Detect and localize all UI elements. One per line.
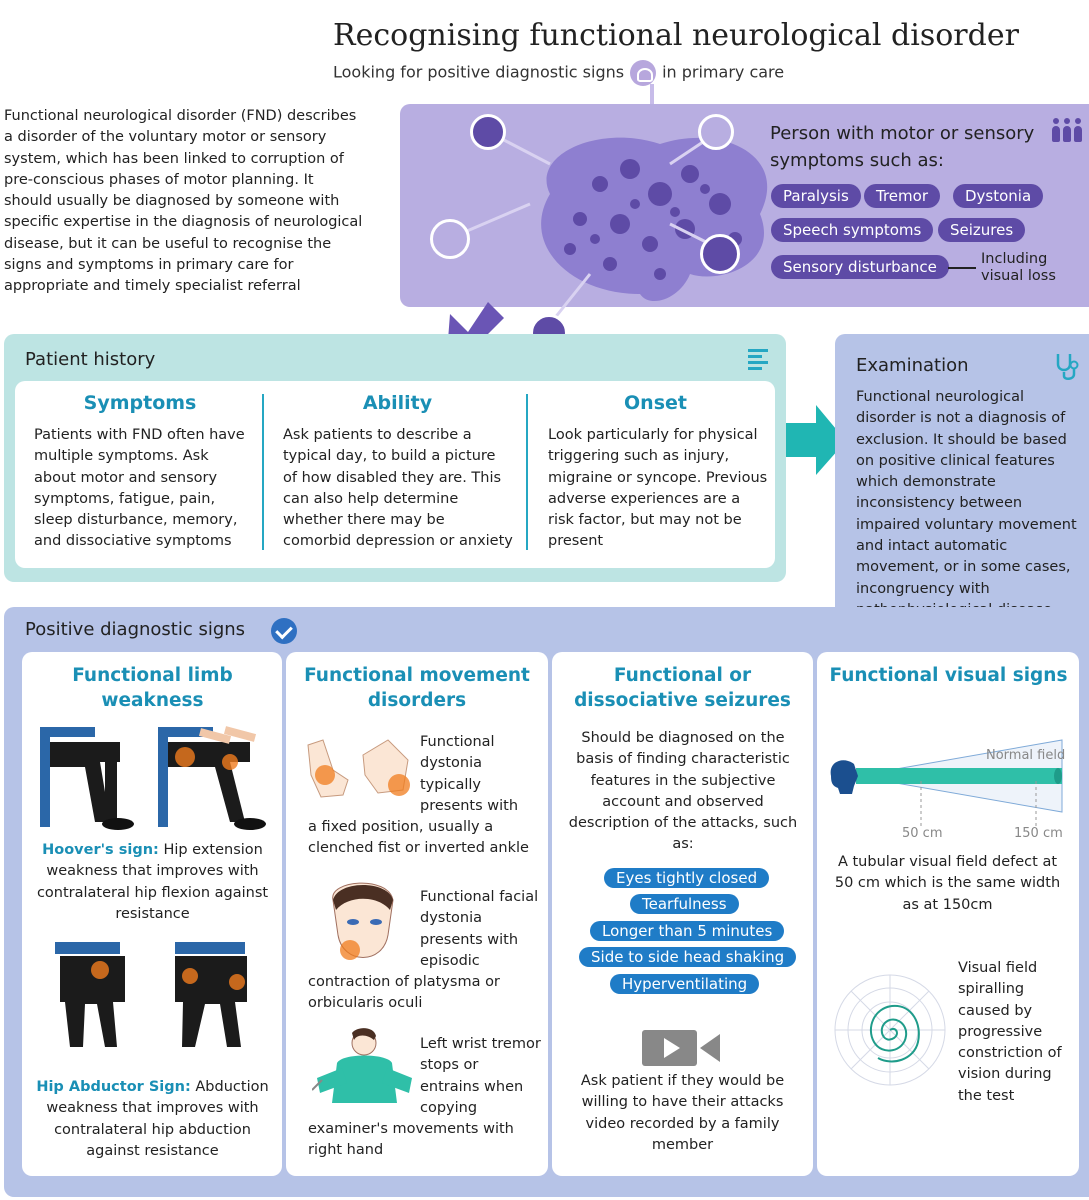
- dystonia-text: a fixed position, usually a clenched fis…: [308, 819, 529, 857]
- check-icon: [271, 618, 297, 644]
- subtitle-before: Looking for positive diagnostic signs: [333, 62, 625, 82]
- visual-signs-heading: Functional visual signs: [829, 665, 1068, 686]
- feature-pill: Eyes tightly closed: [604, 868, 770, 888]
- seizures-card: [552, 652, 813, 1176]
- divider: [526, 394, 528, 550]
- distance-150-label: 150 cm: [1014, 826, 1063, 841]
- history-card: [15, 381, 775, 568]
- signs-title: Positive diagnostic signs: [25, 619, 246, 640]
- normal-field-label: Normal field: [986, 748, 1066, 763]
- stethoscope-icon: [1056, 354, 1079, 380]
- spiral-field-diagram: [834, 974, 946, 1086]
- abductor-illustration: [55, 942, 247, 1047]
- intro-paragraph: Functional neurological disorder (FND) d…: [4, 108, 363, 295]
- examination-title: Examination: [856, 355, 969, 376]
- symptom-pill: Speech symptoms: [771, 218, 934, 242]
- video-camera-icon: [642, 1030, 720, 1066]
- eye-badge-icon: [630, 60, 657, 86]
- hoover-text: Hoover's sign: Hip extension weakness th…: [30, 840, 275, 925]
- eye-icon: [470, 114, 506, 150]
- page-title: Recognising functional neurological diso…: [333, 18, 1019, 53]
- distance-50-label: 50 cm: [902, 826, 943, 841]
- person-title: Person with motor or sensory symptoms su…: [770, 123, 1035, 171]
- face-illustration: [332, 882, 394, 960]
- dystonia-lead: Functional dystonia typically presents w…: [420, 734, 519, 814]
- hand-icon: [698, 114, 734, 150]
- hands-illustration: [307, 739, 410, 798]
- movement-disorders-heading: Functional movement disorders: [304, 665, 530, 711]
- seizures-heading: Functional or dissociative seizures: [574, 665, 791, 711]
- history-title: Patient history: [25, 349, 156, 370]
- symptom-pill: Tremor: [864, 184, 940, 208]
- tremor-illustration: [312, 1028, 412, 1103]
- symptom-pill: Sensory disturbance: [771, 255, 949, 279]
- spiral-text: Visual field spiralling caused by progre…: [958, 960, 1062, 1104]
- ability-text: Ask patients to describe a typical day, …: [283, 427, 513, 550]
- examination-panel: [835, 334, 1089, 634]
- feature-pill: Longer than 5 minutes: [590, 921, 785, 941]
- abductor-text: Hip Abductor Sign: Abduction weakness th…: [30, 1077, 275, 1162]
- seizures-text: Should be diagnosed on the basis of find…: [568, 730, 798, 853]
- limb-weakness-card: [22, 652, 282, 1176]
- symptom-pill: Paralysis: [771, 184, 861, 208]
- onset-text: Look particularly for physical triggerin…: [548, 427, 768, 550]
- note-dash: [948, 267, 976, 269]
- symptom-note: Including visual loss: [981, 251, 1056, 284]
- arm-icon: [700, 234, 740, 274]
- facial-text: contraction of platysma or orbicularis o…: [308, 974, 500, 1012]
- knee-icon: [430, 219, 470, 259]
- limb-weakness-heading: Functional limb weakness: [72, 665, 233, 711]
- right-arrow-icon: [786, 405, 846, 475]
- video-text: Ask patient if they would be willing to …: [580, 1073, 785, 1153]
- person-panel: [400, 104, 1089, 352]
- hoover-label: Hoover's sign:: [42, 842, 159, 858]
- hoover-illustration: [40, 726, 266, 830]
- examination-text: Functional neurological disorder is not …: [856, 389, 1077, 618]
- feature-pill: Side to side head shaking: [579, 947, 797, 967]
- subtitle-after: in primary care: [662, 62, 785, 82]
- feature-pill: Hyperventilating: [610, 974, 760, 994]
- page-subtitle: Looking for positive diagnostic signs in …: [333, 60, 784, 86]
- abductor-label: Hip Abductor Sign:: [36, 1079, 191, 1095]
- tubular-text: A tubular visual field defect at 50 cm w…: [834, 854, 1061, 913]
- symptom-pill: Seizures: [938, 218, 1026, 242]
- symptom-pill: Dystonia: [953, 184, 1044, 208]
- ability-heading: Ability: [362, 392, 433, 414]
- visual-signs-card: [817, 652, 1079, 1176]
- divider: [262, 394, 264, 550]
- abductor-description: Abduction weakness that improves with co…: [46, 1079, 269, 1159]
- tremor-text: examiner's movements with right hand: [308, 1121, 514, 1159]
- feature-pill: Tearfulness: [630, 894, 739, 914]
- hoover-description: Hip extension weakness that improves wit…: [36, 842, 269, 922]
- symptoms-heading: Symptoms: [83, 392, 197, 414]
- onset-heading: Onset: [624, 392, 687, 414]
- tremor-lead: Left wrist tremor stops or entrains when…: [420, 1036, 541, 1116]
- tubular-field-diagram: [830, 739, 1063, 826]
- facial-lead: Functional facial dystonia presents with…: [420, 889, 539, 969]
- list-icon: [748, 349, 768, 373]
- symptoms-text: Patients with FND often have multiple sy…: [34, 427, 245, 550]
- people-icon: [1052, 118, 1082, 142]
